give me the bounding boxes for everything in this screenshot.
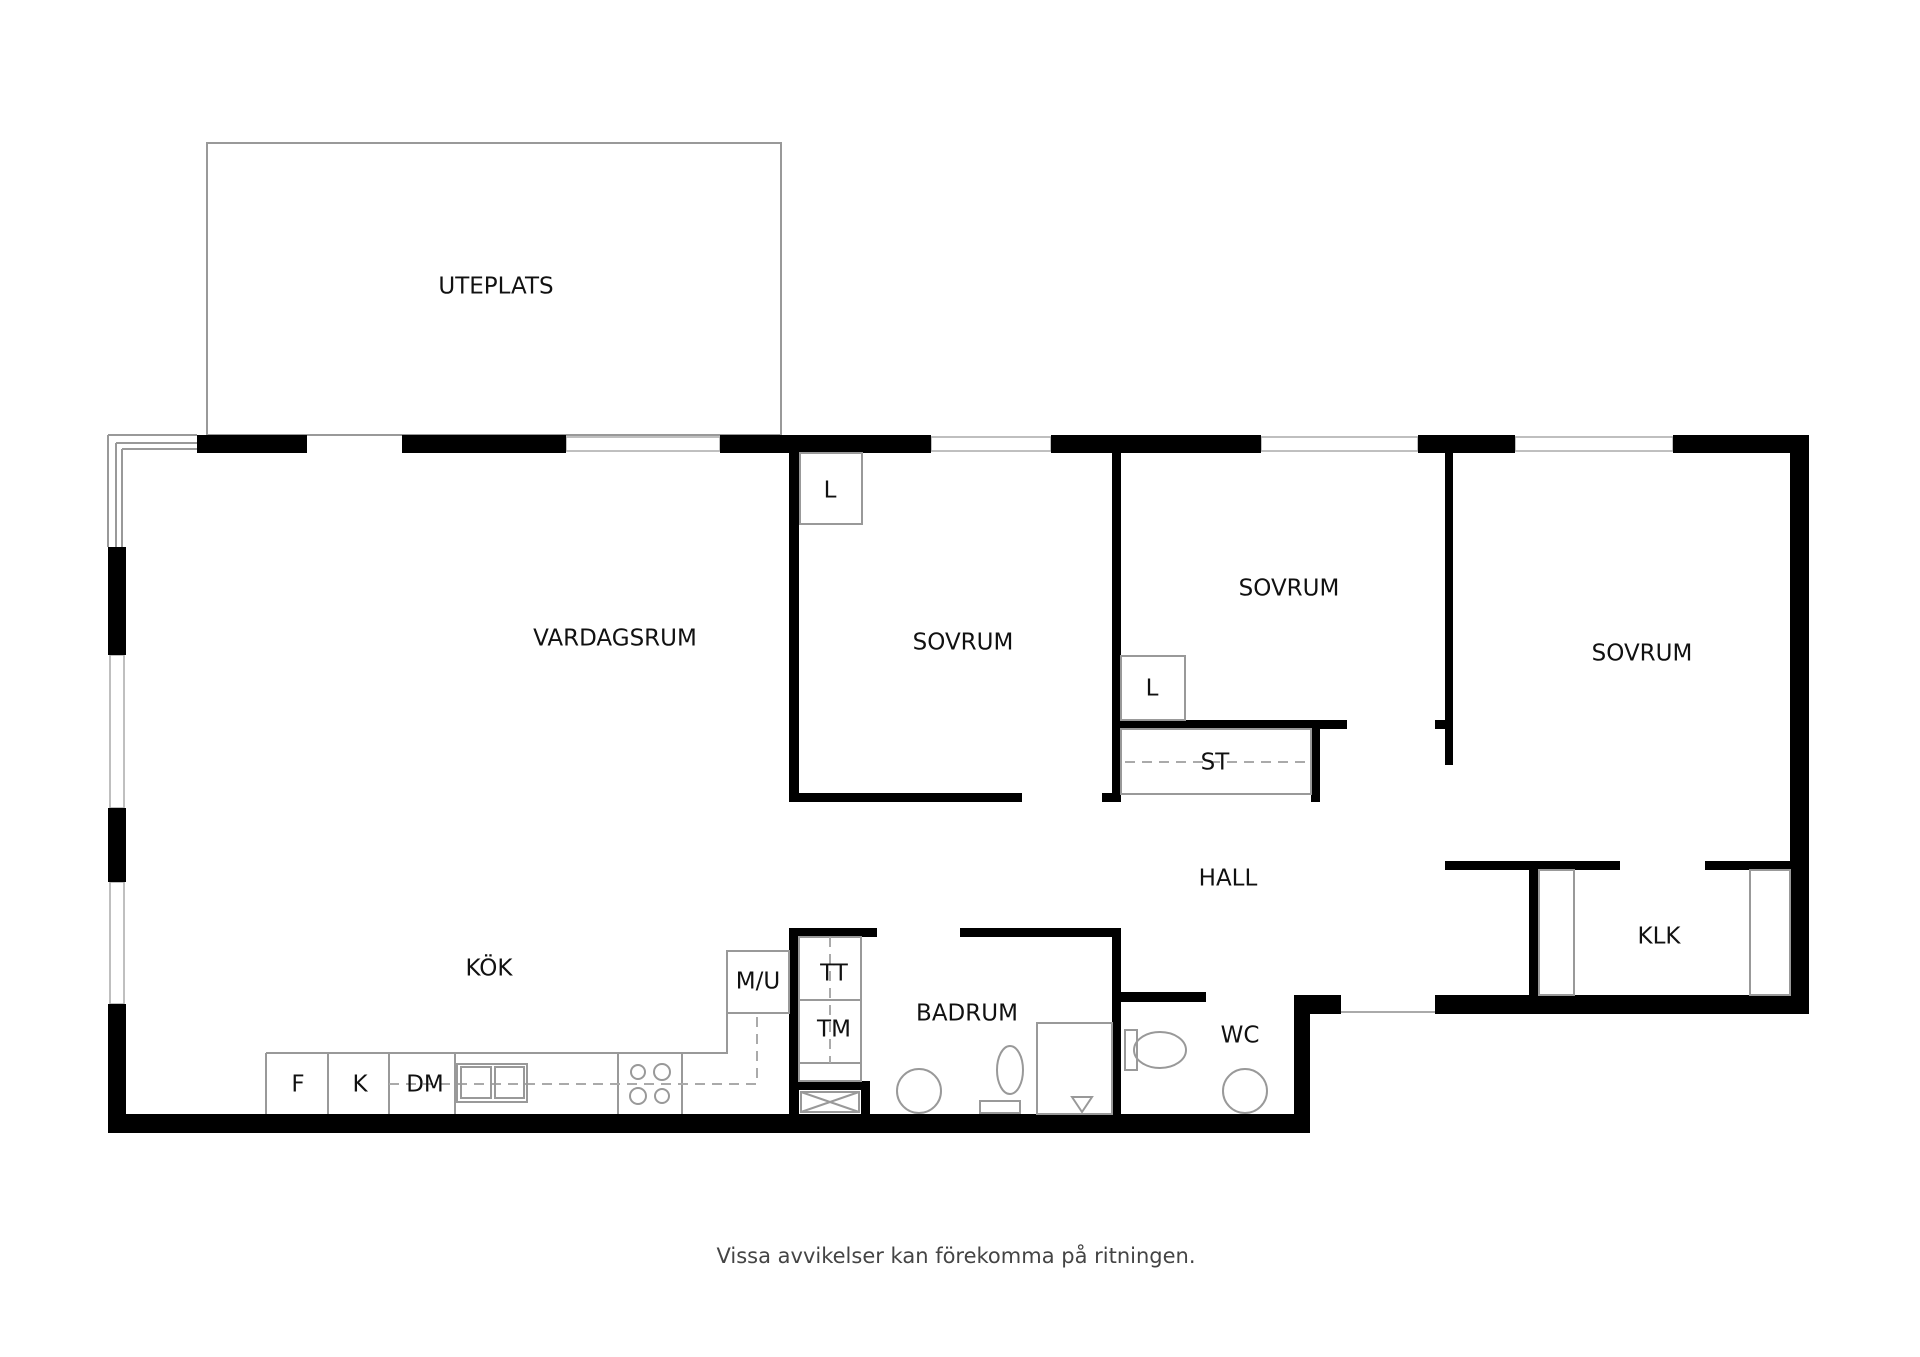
room-label-hall: HALL bbox=[1199, 866, 1258, 892]
room-label-sovrum-3: SOVRUM bbox=[1592, 641, 1693, 667]
exterior-walls bbox=[108, 435, 1809, 1133]
fixture-label-l-1: L bbox=[824, 478, 837, 504]
room-label-sovrum-2: SOVRUM bbox=[1239, 576, 1340, 602]
room-label-wc: WC bbox=[1221, 1023, 1260, 1049]
fixture-label-k: K bbox=[352, 1072, 368, 1098]
interior-walls bbox=[789, 453, 1790, 1114]
fixture-label-mu: M/U bbox=[736, 969, 780, 995]
room-label-vardagsrum: VARDAGSRUM bbox=[533, 626, 697, 652]
fixture-label-dm: DM bbox=[406, 1072, 444, 1098]
room-label-kok: KÖK bbox=[465, 954, 513, 982]
fixture-label-tt: TT bbox=[819, 961, 849, 987]
room-label-klk: KLK bbox=[1638, 924, 1682, 950]
fixture-label-l-2: L bbox=[1146, 676, 1159, 702]
room-label-st: ST bbox=[1201, 750, 1231, 776]
fixture-label-tm: TM bbox=[816, 1017, 851, 1043]
fixture-label-f: F bbox=[291, 1072, 304, 1098]
windows bbox=[107, 434, 1674, 1005]
room-label-badrum: BADRUM bbox=[916, 1001, 1018, 1027]
room-label-uteplats: UTEPLATS bbox=[438, 274, 553, 300]
fixture-outlines bbox=[265, 452, 1791, 1115]
disclaimer-footer: Vissa avvikelser kan förekomma på ritnin… bbox=[716, 1243, 1195, 1268]
room-label-sovrum-1: SOVRUM bbox=[913, 630, 1014, 656]
